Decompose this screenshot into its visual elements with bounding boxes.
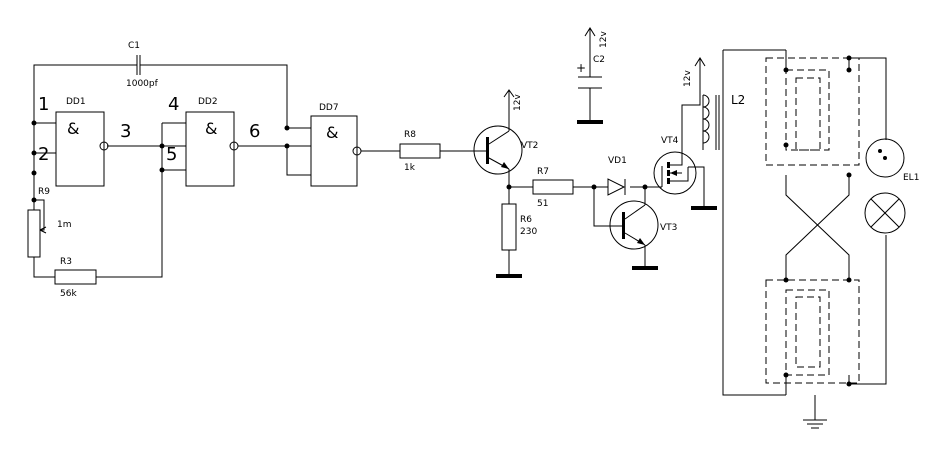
transistor-vt4-label: VT4	[661, 136, 679, 146]
gate-dd2-symbol: &	[205, 119, 217, 138]
ground-symbol	[803, 419, 827, 429]
diode-vd1: VD1	[607, 156, 627, 196]
gate-dd7-symbol: &	[326, 123, 338, 142]
potentiometer-r9-value: 1m	[57, 220, 72, 230]
resistor-r8-label: R8	[404, 130, 416, 140]
junction-dots	[31, 55, 852, 387]
supply-vt4-label: 12v	[683, 70, 693, 87]
transistor-vt2: VT2	[473, 125, 538, 175]
gate-dd1: & DD1	[55, 97, 109, 187]
gate-dd1-label: DD1	[66, 97, 86, 107]
transistor-vt3: VT3	[609, 200, 677, 250]
resistor-r3: R3 56k	[54, 257, 97, 299]
ground-bars	[496, 120, 717, 278]
supply-c2-label: 12v	[599, 31, 609, 48]
supply-vt2-label: 12v	[513, 94, 523, 111]
wires	[33, 48, 887, 420]
pin-2-label: 2	[38, 144, 49, 165]
capacitor-c2-polarity: +	[576, 61, 586, 75]
capacitor-c1-label: C1	[128, 41, 140, 51]
capacitor-c2: + C2	[576, 55, 605, 89]
transistor-vt4: VT4	[653, 136, 697, 195]
gate-dd1-symbol: &	[67, 119, 79, 138]
transistor-vt3-label: VT3	[660, 223, 677, 233]
resistor-r6-value: 230	[520, 227, 537, 237]
resistor-r7-label: R7	[537, 167, 549, 177]
resistor-r6: R6 230	[501, 203, 537, 251]
inductor-l2: L2	[702, 93, 745, 150]
resistor-r7-value: 51	[537, 199, 548, 209]
pin-6-label: 6	[249, 121, 260, 142]
potentiometer-r9-label: R9	[38, 187, 50, 197]
supply-vt2: 12v	[503, 89, 523, 111]
transistor-vt2-label: VT2	[521, 141, 538, 151]
resistor-r8-value: 1k	[404, 163, 416, 173]
pin-4-label: 4	[168, 94, 179, 115]
lamp-el1-label: EL1	[903, 173, 919, 183]
capacitor-c1-value: 1000pf	[126, 79, 159, 89]
resistor-r7: R7 51	[532, 167, 574, 209]
transformer-dashed-outline	[765, 57, 860, 384]
gate-dd2-label: DD2	[198, 97, 218, 107]
resistor-r8: R8 1k	[399, 130, 441, 173]
resistor-r6-label: R6	[520, 215, 532, 225]
resistor-r3-value: 56k	[60, 289, 77, 299]
potentiometer-r9: R9 1m	[27, 187, 72, 258]
gate-dd7: & DD7	[310, 103, 362, 187]
pin-5-label: 5	[166, 144, 177, 165]
pin-numbers: 1 2 3 4 5 6	[38, 94, 260, 165]
supply-vt4: 12v	[683, 57, 706, 87]
diode-vd1-label: VD1	[608, 156, 627, 166]
capacitor-c2-label: C2	[593, 55, 605, 65]
pin-1-label: 1	[38, 94, 49, 115]
inductor-l2-label: L2	[731, 93, 745, 107]
supply-c2: 12v	[584, 27, 609, 48]
gate-dd7-label: DD7	[319, 103, 339, 113]
gate-dd2: & DD2	[185, 97, 239, 187]
lamp-el1: EL1	[864, 138, 919, 234]
capacitor-c1: C1 1000pf	[126, 41, 159, 89]
pin-3-label: 3	[120, 121, 131, 142]
resistor-r3-label: R3	[60, 257, 72, 267]
